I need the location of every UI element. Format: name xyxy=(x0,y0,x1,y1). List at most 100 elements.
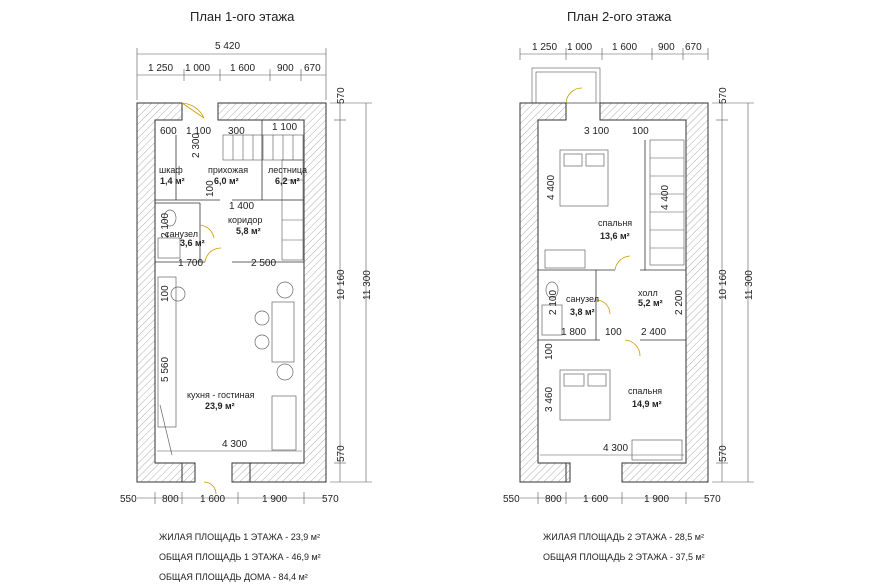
dim-label: 800 xyxy=(162,494,179,505)
chair-icon xyxy=(276,281,294,299)
room-area: 5,8 м² xyxy=(236,226,261,236)
dim-label: 3 460 xyxy=(544,387,555,412)
living-area-floor-1: ЖИЛАЯ ПЛОЩАДЬ 1 ЭТАЖА - 23,9 м² xyxy=(159,532,320,542)
plan-1-walls xyxy=(136,102,327,483)
dim-label: 11 300 xyxy=(744,270,755,300)
bed-icon xyxy=(559,369,611,421)
dim-label: 100 xyxy=(605,327,622,338)
dim-label: 2 500 xyxy=(251,258,276,269)
pillow-icon xyxy=(563,373,585,387)
dim-label: 570 xyxy=(718,87,729,104)
plan-1-inner-dims: 600 1 100 300 1 100 2 300 100 1 400 2 10… xyxy=(157,122,302,452)
dim-label: 900 xyxy=(658,42,675,53)
dim-label: 600 xyxy=(160,126,177,137)
dim-label: 1 400 xyxy=(229,201,254,212)
dim-label: 1 600 xyxy=(200,494,225,505)
dining-table-icon xyxy=(271,301,295,363)
dim-label: 1 700 xyxy=(178,258,203,269)
room-name: кухня - гостиная xyxy=(187,390,255,400)
dim-label: 1 000 xyxy=(185,63,210,74)
chair-icon xyxy=(254,310,270,326)
room-name: прихожая xyxy=(208,165,248,175)
dim-label: 4 300 xyxy=(222,439,247,450)
pillow-icon xyxy=(563,153,583,167)
dim-label: 100 xyxy=(544,343,555,360)
room-area: 13,6 м² xyxy=(600,231,630,241)
toilet-icon xyxy=(163,209,177,227)
room-area: 23,9 м² xyxy=(205,401,235,411)
room-area: 5,2 м² xyxy=(638,298,663,308)
plan-1-stairs xyxy=(222,134,304,261)
room-area: 6,0 м² xyxy=(214,176,239,186)
total-area-floor-2: ОБЩАЯ ПЛОЩАДЬ 2 ЭТАЖА - 37,5 м² xyxy=(543,552,705,562)
plan-2-stairs xyxy=(649,139,685,266)
dim-label: 2 300 xyxy=(191,133,202,158)
dim-label: 100 xyxy=(205,180,216,197)
plan-2-partitions xyxy=(538,140,686,357)
shower-icon xyxy=(541,304,563,336)
dim-label: 2 200 xyxy=(674,290,685,315)
dim-label: 100 xyxy=(160,285,171,302)
plan-1-partitions xyxy=(155,120,304,263)
plan-1: План 1-ого этажа 5 420 1 250 1 000 1 600… xyxy=(120,9,373,505)
dim-label: 570 xyxy=(704,494,721,505)
dim-label: 1 000 xyxy=(567,42,592,53)
dim-label: 1 900 xyxy=(262,494,287,505)
pillow-icon xyxy=(587,373,607,387)
dim-label: 570 xyxy=(718,445,729,462)
dim-label: 1 250 xyxy=(148,63,173,74)
room-name: санузел xyxy=(165,229,198,239)
dim-label: 550 xyxy=(503,494,520,505)
plan-2-bottom-dims: 550 800 1 600 1 900 570 xyxy=(503,492,721,505)
sofa-icon xyxy=(271,395,297,451)
room-name: спальня xyxy=(598,218,632,228)
dim-label: 2 400 xyxy=(641,327,666,338)
plan-2-rooms: спальня 13,6 м² холл 5,2 м² санузел 3,8 … xyxy=(566,218,663,409)
dim-label: 4 400 xyxy=(660,185,671,210)
dim-label: 900 xyxy=(277,63,294,74)
bed-icon xyxy=(559,149,609,207)
dim-label: 570 xyxy=(322,494,339,505)
dim-label: 4 400 xyxy=(546,175,557,200)
wardrobe-icon xyxy=(631,439,683,461)
plan-2: План 2-ого этажа 1 250 1 000 1 600 900 6… xyxy=(503,9,755,505)
total-area-house: ОБЩАЯ ПЛОЩАДЬ ДОМА - 84,4 м² xyxy=(159,572,308,582)
dim-label: 1 600 xyxy=(612,42,637,53)
room-area: 14,9 м² xyxy=(632,399,662,409)
dim-label: 550 xyxy=(120,494,137,505)
dim-label: 10 160 xyxy=(336,269,347,300)
plan-2-inner-dims: 3 100 100 4 400 4 400 2 100 1 800 100 2 … xyxy=(540,126,685,456)
dim-label: 1 900 xyxy=(644,494,669,505)
dim-label: 5 420 xyxy=(215,41,240,52)
dim-label: 1 600 xyxy=(230,63,255,74)
dim-label: 1 100 xyxy=(272,122,297,133)
dim-label: 1 250 xyxy=(532,42,557,53)
dim-label: 670 xyxy=(685,42,702,53)
dim-label: 570 xyxy=(336,87,347,104)
plan-2-right-dims: 570 10 160 570 11 300 xyxy=(712,87,755,483)
dim-label: 300 xyxy=(228,126,245,137)
room-area: 1,4 м² xyxy=(160,176,185,186)
room-name: шкаф xyxy=(159,165,183,175)
chair-icon xyxy=(276,363,294,381)
plan-1-right-dims: 570 10 160 570 11 300 xyxy=(330,87,373,483)
room-name: лестница xyxy=(268,165,307,175)
room-name: санузел xyxy=(566,294,599,304)
room-name: холл xyxy=(638,288,658,298)
entrance-door-icon xyxy=(203,481,217,495)
chair-icon xyxy=(254,334,270,350)
plan-1-bottom-dims: 550 800 1 600 1 900 570 xyxy=(120,492,339,505)
dim-label: 100 xyxy=(632,126,649,137)
dim-label: 800 xyxy=(545,494,562,505)
plan-2-title: План 2-ого этажа xyxy=(567,9,672,24)
plan-1-rooms: шкаф 1,4 м² прихожая 6,0 м² лестница 6,2… xyxy=(159,165,307,411)
dim-label: 2 100 xyxy=(160,213,171,238)
dim-label: 4 300 xyxy=(603,443,628,454)
sink-icon xyxy=(170,286,186,302)
plan-1-title: План 1-ого этажа xyxy=(190,9,295,24)
dim-label: 1 600 xyxy=(583,494,608,505)
dim-label: 11 300 xyxy=(362,270,373,300)
living-area-floor-2: ЖИЛАЯ ПЛОЩАДЬ 2 ЭТАЖА - 28,5 м² xyxy=(543,532,704,542)
plan-2-balcony xyxy=(531,67,601,104)
